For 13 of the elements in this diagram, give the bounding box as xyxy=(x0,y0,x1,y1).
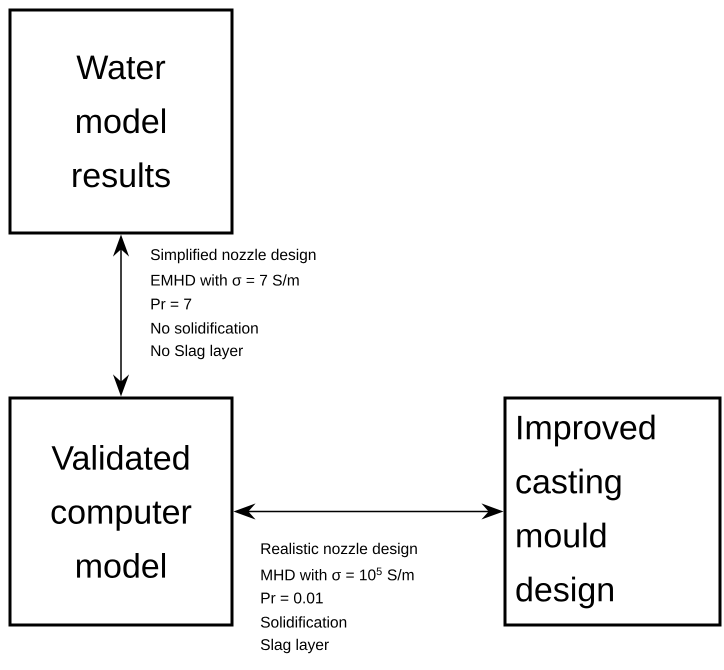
note-text: Realistic nozzle design xyxy=(261,542,417,558)
note-text: MHD with σ = 10$^{5}$ S/m xyxy=(261,568,414,580)
note-text: EMHD with σ = 7 S/m xyxy=(151,274,299,286)
process-box: Water model results xyxy=(8,8,234,234)
note-text: Pr = 0.01 xyxy=(261,592,323,604)
process-box: Validated computer model xyxy=(8,396,234,626)
note-text: No solidification xyxy=(151,322,258,334)
note-text: No Slag layer xyxy=(151,344,243,360)
note-text: Slag layer xyxy=(260,638,329,654)
note-text: Simplified nozzle design xyxy=(150,248,316,264)
note-text: Solidification xyxy=(260,616,346,628)
note-text: Pr = 7 xyxy=(151,298,192,310)
process-box: Improved casting mould design xyxy=(504,396,722,626)
